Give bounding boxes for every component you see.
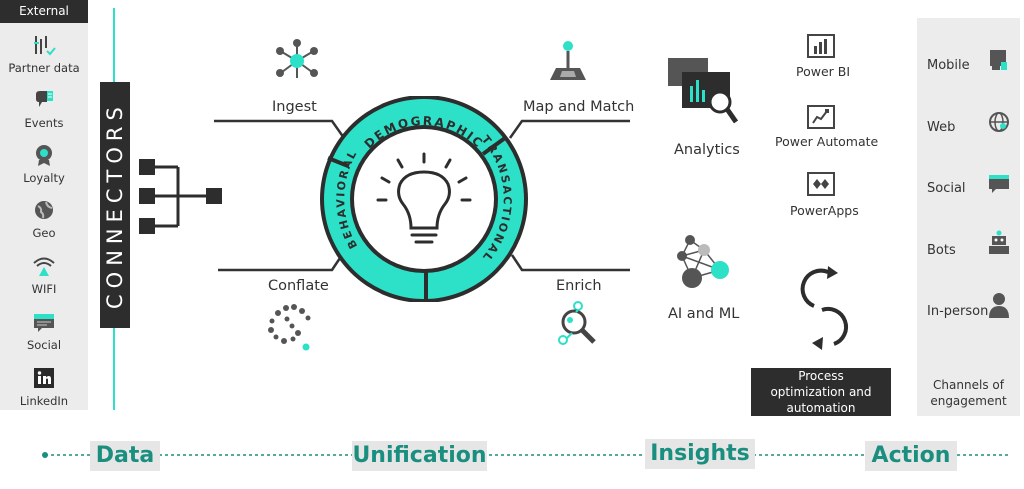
source-wifi: WIFI bbox=[0, 254, 88, 296]
enrich-search-icon bbox=[558, 301, 596, 345]
geo-icon bbox=[35, 201, 53, 219]
globe-icon bbox=[989, 112, 1009, 132]
aggregation-tree-icon bbox=[139, 159, 222, 234]
source-label: Partner data bbox=[8, 61, 80, 75]
source-label: Loyalty bbox=[23, 171, 65, 185]
channels-caption: Channels of engagement bbox=[917, 377, 1020, 409]
tool-powerapps: PowerApps bbox=[790, 203, 859, 218]
source-label: Social bbox=[26, 338, 62, 352]
channel-label: Web bbox=[927, 120, 956, 135]
source-label: LinkedIn bbox=[19, 394, 69, 408]
step-enrich: Enrich bbox=[556, 278, 602, 294]
channel-label: Social bbox=[927, 181, 966, 196]
mobile-icon bbox=[990, 50, 1007, 70]
source-loyalty: Loyalty bbox=[0, 143, 88, 185]
analytics-icon bbox=[668, 58, 738, 124]
channel-label: Bots bbox=[927, 243, 956, 258]
person-icon bbox=[989, 293, 1009, 318]
channel-label: Mobile bbox=[927, 58, 970, 73]
channel-social: Social bbox=[927, 181, 966, 196]
bot-icon bbox=[989, 230, 1009, 254]
source-social: Social bbox=[0, 310, 88, 352]
power-automate-icon bbox=[807, 105, 835, 129]
events-icon bbox=[36, 91, 53, 107]
power-bi-icon bbox=[807, 34, 835, 58]
source-events: Events bbox=[0, 88, 88, 130]
phase-unification: Unification bbox=[352, 441, 487, 471]
channel-mobile: Mobile bbox=[927, 58, 970, 73]
connectors-bar bbox=[100, 82, 130, 328]
channels-caption-text: Channels of engagement bbox=[930, 378, 1007, 408]
channels-panel bbox=[917, 18, 1020, 416]
step-ingest: Ingest bbox=[272, 99, 317, 115]
conflate-icon bbox=[268, 304, 311, 351]
tool-power-bi: Power BI bbox=[796, 64, 851, 79]
step-connector-lines bbox=[214, 119, 630, 272]
source-geo: Geo bbox=[0, 198, 88, 240]
step-map-and-match: Map and Match bbox=[523, 99, 635, 115]
source-label: Events bbox=[24, 116, 64, 130]
timeline-line bbox=[42, 452, 1010, 458]
insight-ai-ml: AI and ML bbox=[668, 306, 740, 322]
source-partner-data: Partner data bbox=[0, 33, 88, 75]
source-linkedin: LinkedIn bbox=[0, 366, 88, 408]
phase-action: Action bbox=[865, 441, 957, 471]
channel-bots: Bots bbox=[927, 243, 956, 258]
connectors-label: CONNECTORS bbox=[103, 101, 127, 309]
insight-analytics: Analytics bbox=[674, 142, 740, 158]
channel-label: In-person bbox=[927, 304, 989, 319]
unification-ring: DEMOGRAPHIC TRANSACTIONAL BEHAVIORAL bbox=[320, 96, 528, 302]
process-box-label: Process optimization and automation bbox=[770, 369, 872, 415]
source-label: Geo bbox=[32, 226, 56, 240]
channel-web: Web bbox=[927, 120, 955, 135]
chat-icon bbox=[989, 175, 1009, 193]
ring-center bbox=[354, 129, 494, 269]
process-optimization-box: Process optimization and automation bbox=[751, 368, 891, 416]
source-label: WIFI bbox=[31, 282, 57, 296]
lightbulb-icon bbox=[376, 152, 472, 244]
social-icon bbox=[34, 314, 54, 332]
partner-data-icon bbox=[34, 36, 56, 56]
phase-insights: Insights bbox=[645, 439, 755, 469]
phase-data: Data bbox=[90, 441, 160, 471]
ring-dividers bbox=[327, 136, 507, 301]
wifi-icon bbox=[33, 257, 55, 276]
process-cycle-icon bbox=[800, 266, 848, 350]
ingest-icon bbox=[276, 39, 318, 78]
tool-power-automate: Power Automate bbox=[775, 134, 879, 149]
powerapps-icon bbox=[807, 172, 835, 196]
linkedin-icon bbox=[34, 368, 54, 388]
channel-in-person: In-person bbox=[927, 304, 988, 319]
ai-network-icon bbox=[677, 235, 729, 288]
external-header: External bbox=[0, 0, 88, 23]
loyalty-icon bbox=[36, 145, 52, 166]
map-pin-icon bbox=[550, 41, 586, 80]
step-conflate: Conflate bbox=[268, 278, 329, 294]
